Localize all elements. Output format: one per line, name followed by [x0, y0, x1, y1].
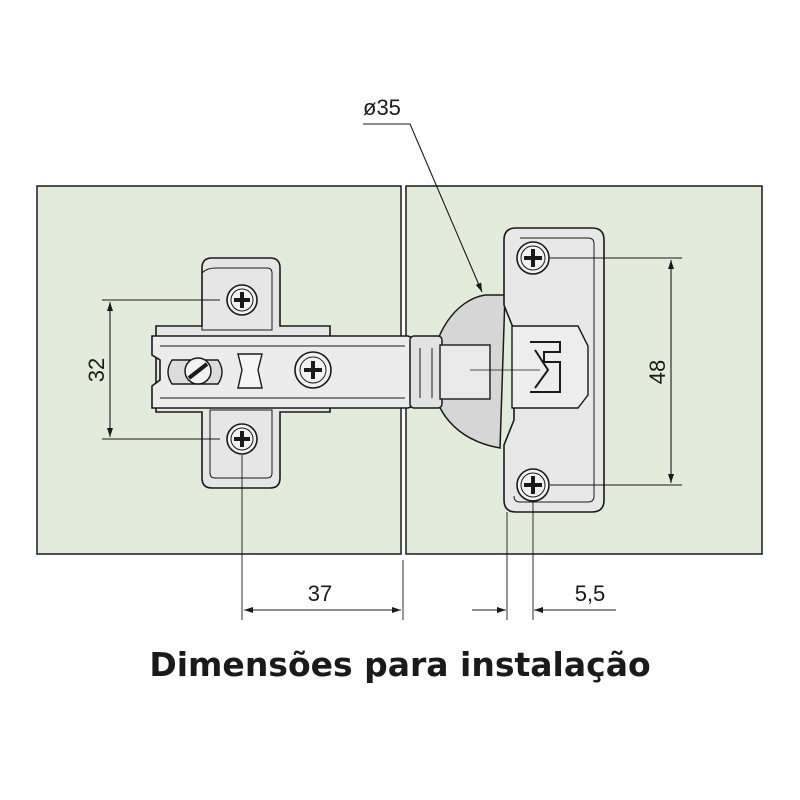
- diameter-label: ø35: [363, 95, 401, 120]
- plate-spacing-label: 32: [84, 358, 109, 382]
- diagram-caption: Dimensões para instalação: [149, 645, 651, 684]
- cup-spacing-dimension: 48: [550, 257, 682, 486]
- plate-screw-bottom: [226, 423, 258, 455]
- plate-offset-label: 37: [308, 581, 332, 606]
- cup-screw-top: [516, 241, 550, 275]
- cup-spacing-label: 48: [645, 360, 670, 384]
- cup-offset-label: 5,5: [575, 581, 606, 606]
- cup-offset-dimension: 5,5: [472, 500, 616, 620]
- cup-screw-bottom: [516, 468, 550, 502]
- hinge-arm: [151, 335, 491, 409]
- diameter-dimension: ø35: [363, 95, 483, 293]
- plate-spacing-dimension: 32: [84, 299, 220, 440]
- plate-screw-top: [226, 284, 258, 316]
- plate-offset-dimension: 37: [241, 455, 404, 620]
